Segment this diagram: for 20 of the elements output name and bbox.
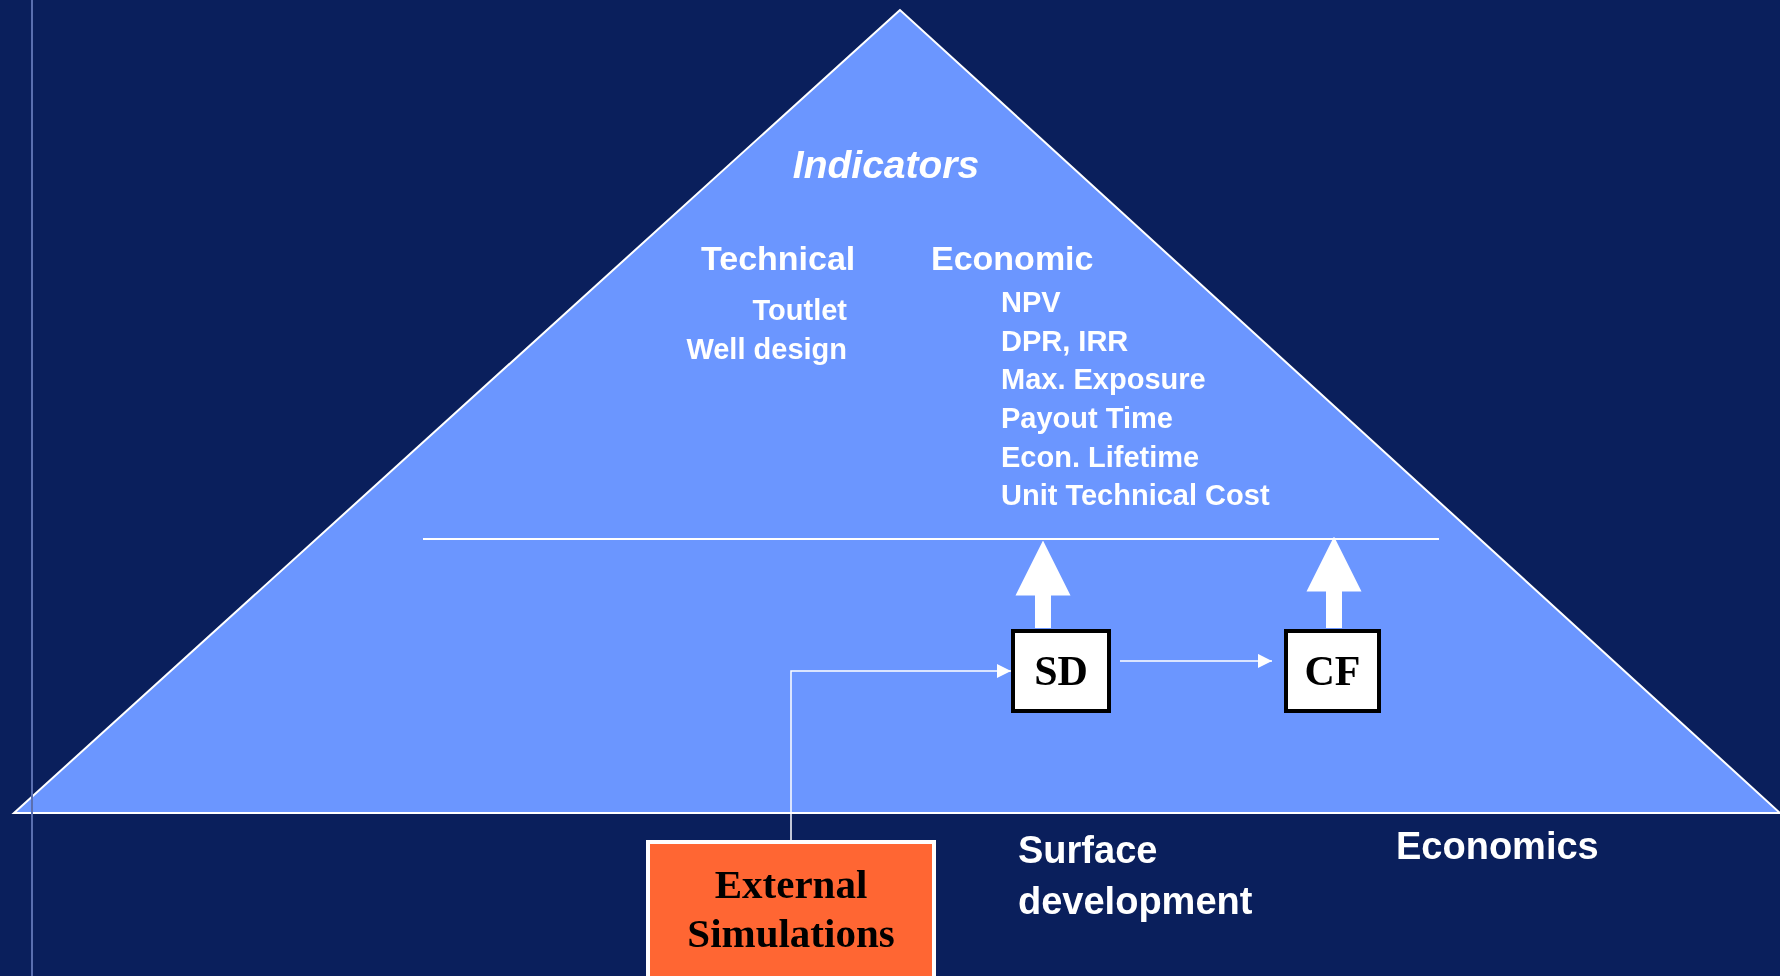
pyramid-heading: Indicators (791, 143, 981, 188)
stage-label: Surface development (1018, 828, 1254, 924)
block-arrow (1015, 540, 1071, 628)
block-arrow (1306, 536, 1362, 628)
external-box: External Simulations (646, 840, 936, 976)
indicator-text: Max. Exposure (1001, 363, 1206, 397)
indicator-text: NPV (1001, 286, 1061, 320)
indicator-text: Payout Time (1001, 402, 1173, 436)
column-heading: Economic (931, 239, 1094, 279)
indicator-text: DPR, IRR (1001, 325, 1129, 359)
indicator-text: Econ. Lifetime (1001, 441, 1200, 475)
process-box: SD (1011, 629, 1111, 713)
process-box: CF (1284, 629, 1381, 713)
arrow (1119, 653, 1273, 668)
arrow (790, 664, 1012, 841)
indicator-text: Unit Technical Cost (1001, 479, 1270, 513)
column-heading: Technical (701, 239, 856, 279)
indicator-text: Well design (686, 333, 847, 367)
indicator-text: Toutlet (752, 294, 847, 328)
stage-label: Economics (1396, 825, 1599, 869)
